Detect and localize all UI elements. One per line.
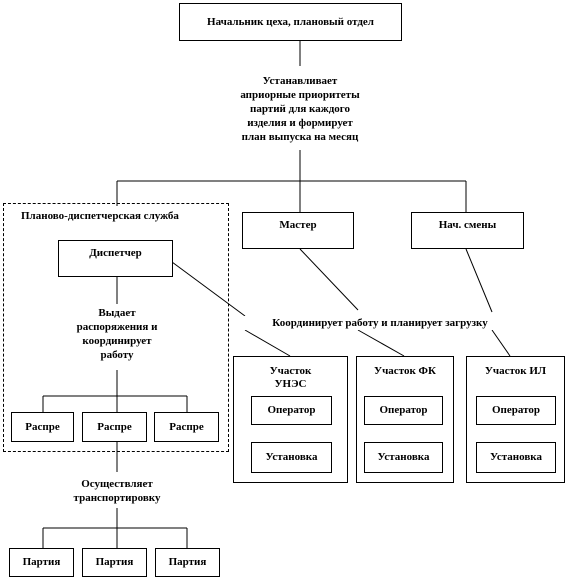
priority-line: Устанавливает (262, 75, 338, 87)
dispatch-service-title: Планово-диспетчерская служба (18, 210, 182, 222)
section-title: Участок УНЭС (270, 365, 312, 391)
priority-line: изделия и формирует (247, 117, 353, 129)
transport-line: Осуществляет (81, 478, 153, 490)
section-title-line: Участок (269, 365, 312, 377)
order-box: Распре (82, 412, 147, 442)
order-label: Распре (169, 420, 204, 433)
transport-line: транспортировку (73, 492, 161, 504)
priority-text: Устанавливает априорные приоритеты парти… (218, 74, 382, 144)
batch-box: Партия (9, 548, 74, 577)
order-label: Распре (25, 420, 60, 433)
head-box: Начальник цеха, плановый отдел (179, 3, 402, 41)
order-box: Распре (11, 412, 74, 442)
shift-head-label: Нач. смены (438, 219, 497, 231)
unit-box: Установка (251, 442, 332, 473)
dispatcher-box: Диспетчер (58, 240, 173, 277)
order-label: Распре (97, 420, 132, 433)
operator-label: Оператор (492, 404, 540, 416)
unit-label: Установка (265, 451, 318, 463)
batch-label: Партия (22, 556, 61, 568)
transport-text: Осуществляет транспортировку (62, 477, 172, 505)
head-label: Начальник цеха, плановый отдел (207, 15, 374, 28)
issues-line: Выдает (98, 307, 136, 319)
unit-label: Установка (377, 451, 430, 463)
dispatch-service-group (3, 203, 229, 452)
priority-line: априорные приоритеты (240, 89, 360, 101)
batch-box: Партия (82, 548, 147, 577)
unit-box: Установка (364, 442, 443, 473)
operator-box: Оператор (251, 396, 332, 425)
batch-label: Партия (168, 556, 207, 568)
operator-label: Оператор (267, 404, 316, 416)
master-box: Мастер (242, 212, 354, 249)
issues-line: распоряжения и (76, 321, 158, 333)
shift-head-box: Нач. смены (411, 212, 524, 249)
operator-box: Оператор (476, 396, 556, 425)
batch-box: Партия (155, 548, 220, 577)
issues-text: Выдает распоряжения и координирует работ… (57, 306, 177, 362)
dispatcher-label: Диспетчер (89, 247, 142, 259)
coordinates-text: Координирует работу и планирует загрузку (240, 316, 520, 330)
priority-line: партий для каждого (249, 103, 350, 115)
issues-line: координирует (82, 335, 152, 347)
order-box: Распре (154, 412, 219, 442)
section-title-line: Участок ИЛ (484, 365, 547, 377)
priority-line: план выпуска на месяц (241, 131, 359, 143)
issues-line: работу (100, 349, 134, 361)
section-title-line: Участок ФК (374, 365, 436, 377)
operator-box: Оператор (364, 396, 443, 425)
operator-label: Оператор (379, 404, 428, 416)
unit-box: Установка (476, 442, 556, 473)
section-title-line: УНЭС (274, 378, 307, 390)
unit-label: Установка (490, 451, 542, 463)
batch-label: Партия (95, 556, 134, 568)
master-label: Мастер (279, 219, 317, 231)
